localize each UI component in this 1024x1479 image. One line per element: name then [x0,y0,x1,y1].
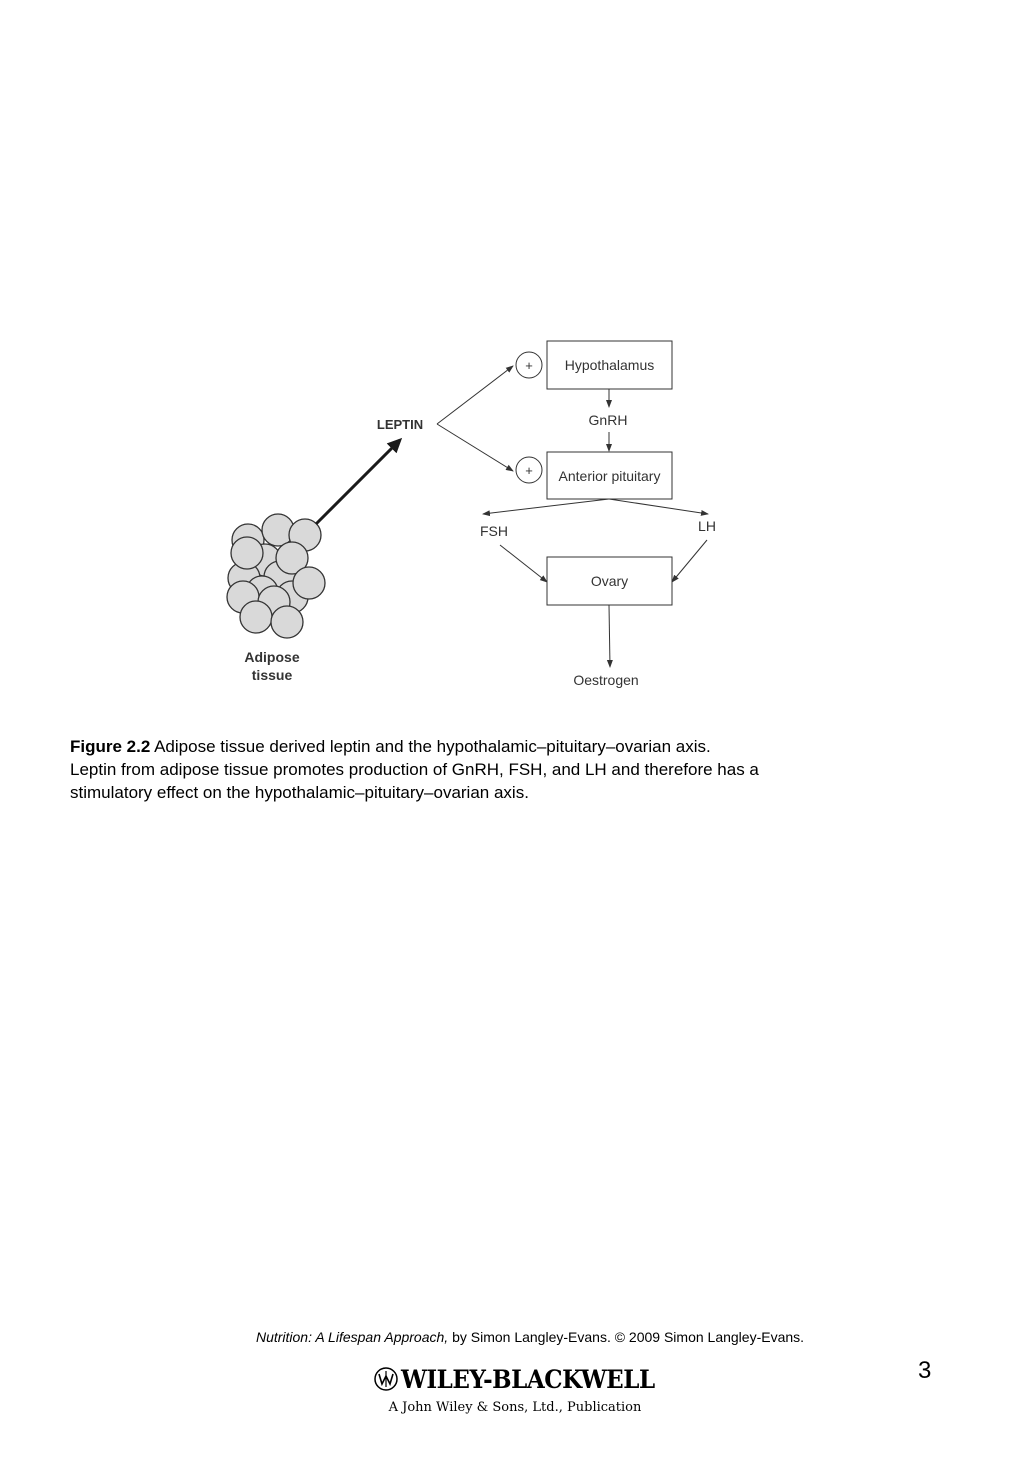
ovary-box [546,556,673,606]
lh-to-ovary-arrow [671,539,708,583]
fsh-to-ovary-arrow [499,544,548,583]
page-number: 3 [918,1357,932,1384]
adipose-label-line1: Adipose [244,649,299,665]
oestrogen-label: Oestrogen [573,672,638,688]
adipose-cell [292,566,326,600]
hpo-axis-diagram: Adipose tissue LEPTIN + + Hypothalamus G… [226,340,716,688]
stimulatory-plus-hypothalamus: + [515,351,543,379]
adipose-cell [239,600,273,634]
publisher-logo: WILEY-BLACKWELL [374,1363,677,1395]
citation-text: by Simon Langley-Evans. © 2009 Simon Lan… [448,1329,805,1345]
leptin-to-hypothalamus-arrow [436,365,514,425]
adipose-cell [270,605,304,639]
anterior-pituitary-label: Anterior pituitary [559,468,661,484]
caption-line-1: Figure 2.2 Adipose tissue derived leptin… [70,735,870,758]
ovary-to-oestrogen-arrow [606,604,613,668]
svg-text:+: + [525,463,533,478]
publisher-subtitle: A John Wiley & Sons, Ltd., Publication [388,1400,642,1415]
pituitary-to-fsh-arrow [482,498,610,517]
caption-line-3: stimulatory effect on the hypothalamic–p… [70,783,529,802]
fsh-label: FSH [480,523,508,539]
adipose-cell [230,536,264,570]
stimulatory-plus-pituitary: + [515,456,543,484]
svg-text:+: + [525,358,533,373]
adipose-cell [275,541,309,575]
leptin-release-arrow [314,437,403,526]
caption-figure-number: Figure 2.2 [70,737,151,756]
leptin-label: LEPTIN [377,417,423,432]
adipose-tissue-cells [226,513,326,639]
caption-line-2: Leptin from adipose tissue promotes prod… [70,760,759,779]
anterior-pituitary-box [546,451,673,500]
book-title: Nutrition: A Lifespan Approach, [255,1329,449,1345]
wiley-emblem-icon [374,1367,398,1391]
hypothalamus-label: Hypothalamus [565,357,655,373]
adipose-label-line2: tissue [252,667,293,683]
lh-label: LH [698,518,716,534]
ovary-label: Ovary [591,573,628,589]
leptin-to-pituitary-arrow [436,423,514,472]
figure-caption: Figure 2.2 Adipose tissue derived leptin… [70,735,870,804]
caption-title: Adipose tissue derived leptin and the hy… [150,737,711,756]
gnrh-label: GnRH [589,412,628,428]
pituitary-to-lh-arrow [608,498,709,516]
hypothalamus-box [546,340,673,390]
publisher-logo-text: WILEY-BLACKWELL [401,1364,655,1394]
footer-citation: Nutrition: A Lifespan Approach, by Simon… [0,1329,1024,1345]
